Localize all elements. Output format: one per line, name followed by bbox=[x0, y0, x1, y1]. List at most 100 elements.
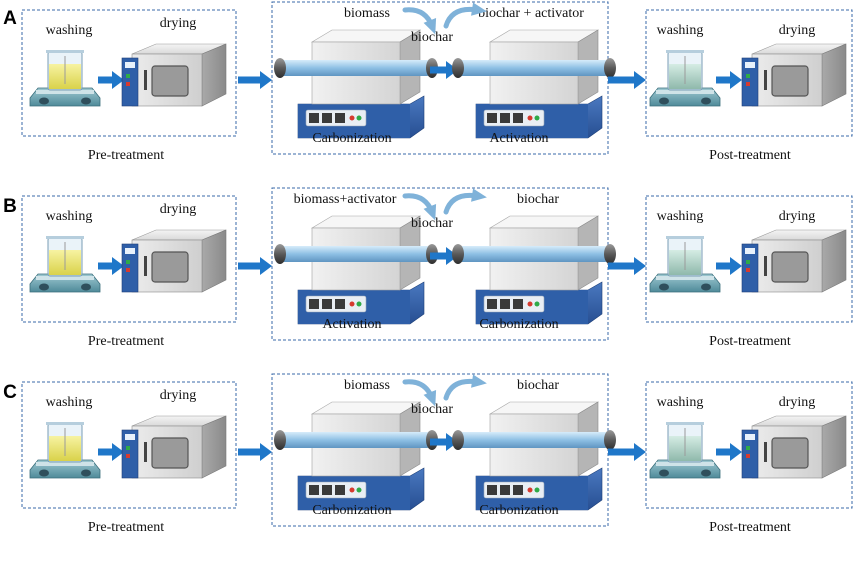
beaker-rim bbox=[666, 236, 704, 239]
flow-arrow bbox=[98, 443, 124, 461]
stirrer-knob bbox=[701, 469, 711, 477]
output-label: biochar bbox=[517, 378, 559, 393]
oven-window bbox=[771, 65, 809, 97]
stirrer-knob bbox=[659, 469, 669, 477]
post-treatment-label: Post-treatment bbox=[709, 520, 791, 535]
stirrer-knob bbox=[659, 97, 669, 105]
furnace-key bbox=[322, 113, 332, 123]
arrow-shape bbox=[238, 443, 272, 461]
furnace-key bbox=[309, 485, 319, 495]
pre-treatment-label: Pre-treatment bbox=[88, 148, 164, 163]
drying-oven-icon bbox=[121, 229, 227, 293]
furnace-tube bbox=[280, 246, 430, 262]
arrow-shape bbox=[608, 443, 646, 461]
oven-side bbox=[821, 43, 847, 107]
furnace-indicator bbox=[356, 115, 362, 121]
furnace-tube bbox=[280, 60, 430, 76]
oven-side bbox=[201, 415, 227, 479]
washing-label: washing bbox=[46, 395, 93, 410]
intermediate-label: biochar bbox=[411, 402, 453, 417]
magnetic-stirrer-icon bbox=[29, 236, 101, 293]
oven-side bbox=[201, 229, 227, 293]
stage-label: Carbonization bbox=[312, 503, 391, 518]
flow-arrow bbox=[238, 443, 272, 461]
stage-label: Carbonization bbox=[312, 131, 391, 146]
oven-button bbox=[746, 260, 750, 264]
arrow-shape bbox=[716, 257, 742, 275]
washing-label: washing bbox=[657, 395, 704, 410]
flow-arrow bbox=[716, 71, 742, 89]
oven-button bbox=[746, 74, 750, 78]
tube-furnace-icon bbox=[274, 29, 438, 139]
oven-handle bbox=[764, 70, 767, 90]
oven-handle bbox=[144, 256, 147, 276]
oven-window bbox=[771, 437, 809, 469]
curved-arrow-head bbox=[471, 188, 487, 202]
flow-arrow bbox=[98, 257, 124, 275]
stirrer-knob bbox=[701, 97, 711, 105]
drying-oven-icon bbox=[741, 229, 847, 293]
oven-handle bbox=[144, 442, 147, 462]
furnace-indicator bbox=[527, 115, 533, 121]
drying-label: drying bbox=[779, 209, 816, 224]
oven-button bbox=[126, 74, 130, 78]
arrow-shape bbox=[98, 257, 124, 275]
magnetic-stirrer-icon bbox=[649, 422, 721, 479]
curved-arrow-head bbox=[471, 374, 487, 388]
drying-label: drying bbox=[160, 202, 197, 217]
intermediate-label: biochar bbox=[411, 216, 453, 231]
drying-label: drying bbox=[160, 388, 197, 403]
oven-button bbox=[746, 446, 750, 450]
tube-furnace-icon bbox=[452, 215, 616, 325]
oven-display bbox=[745, 248, 755, 254]
pre-treatment-box bbox=[21, 9, 237, 137]
oven-button bbox=[126, 268, 130, 272]
arrow-shape bbox=[430, 61, 458, 79]
arrow-shape bbox=[716, 71, 742, 89]
flow-arrow bbox=[430, 61, 458, 79]
stirrer-plate bbox=[36, 90, 94, 94]
pre-treatment-label: Pre-treatment bbox=[88, 334, 164, 349]
arrow-shape bbox=[98, 443, 124, 461]
furnace-tube-cap bbox=[452, 430, 464, 450]
washing-label: washing bbox=[657, 209, 704, 224]
oven-handle bbox=[144, 70, 147, 90]
tube-furnace-icon bbox=[274, 401, 438, 511]
furnace-key bbox=[513, 485, 523, 495]
oven-side bbox=[201, 43, 227, 107]
tube-furnace-icon bbox=[452, 401, 616, 511]
flow-arrow bbox=[238, 71, 272, 89]
tube-furnace-icon bbox=[452, 29, 616, 139]
magnetic-stirrer-icon bbox=[29, 422, 101, 479]
stirrer-plate bbox=[656, 90, 714, 94]
oven-handle bbox=[764, 442, 767, 462]
arrow-shape bbox=[238, 257, 272, 275]
curved-arrow-down bbox=[402, 379, 437, 407]
curved-arrow-up bbox=[443, 374, 487, 401]
drying-label: drying bbox=[779, 23, 816, 38]
output-label: biochar + activator bbox=[478, 6, 584, 21]
drying-oven-icon bbox=[121, 43, 227, 107]
stirrer-knob bbox=[81, 283, 91, 291]
furnace-indicator bbox=[349, 301, 355, 307]
tube-furnace-icon bbox=[274, 215, 438, 325]
furnace-tube-cap bbox=[274, 58, 286, 78]
curved-arrow-up bbox=[443, 2, 487, 29]
curved-arrow-up bbox=[443, 188, 487, 215]
washing-label: washing bbox=[46, 23, 93, 38]
arrow-shape bbox=[238, 71, 272, 89]
flow-arrow bbox=[716, 443, 742, 461]
stirrer-plate bbox=[656, 462, 714, 466]
stage-label: Carbonization bbox=[479, 503, 558, 518]
flow-arrow bbox=[430, 433, 458, 451]
beaker-rim bbox=[46, 50, 84, 53]
furnace-indicator bbox=[349, 487, 355, 493]
oven-window bbox=[151, 437, 189, 469]
curved-arrow-head bbox=[423, 203, 437, 221]
arrow-shape bbox=[98, 71, 124, 89]
furnace-indicator bbox=[534, 115, 540, 121]
furnace-tube bbox=[280, 432, 430, 448]
furnace-indicator bbox=[356, 487, 362, 493]
